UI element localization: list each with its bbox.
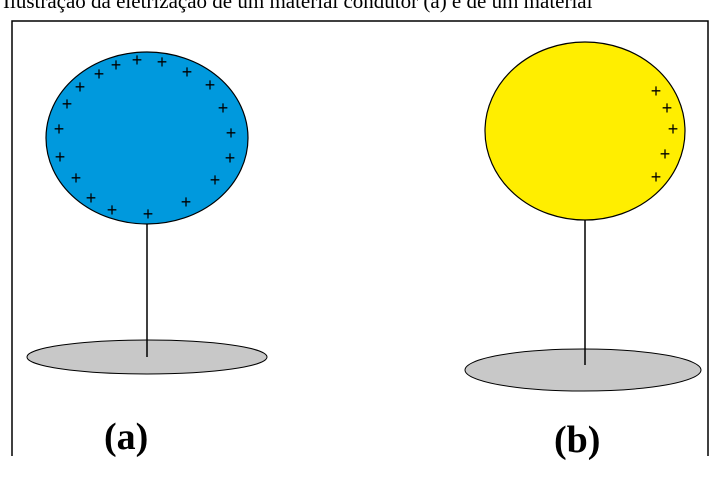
charges-a: +++++++++++++++++++	[54, 50, 237, 224]
sphere-a-charge-plus: +	[157, 52, 168, 72]
sphere-a-charge-plus: +	[226, 123, 237, 143]
sphere-b-charge-plus: +	[668, 119, 679, 139]
sphere-a-charge-plus: +	[143, 204, 154, 224]
sphere-b-charge-plus: +	[651, 81, 662, 101]
panel-a: +++++++++++++++++++ (a)	[26, 50, 268, 458]
sphere-a-charge-plus: +	[107, 200, 118, 220]
sphere-a-charge-plus: +	[54, 119, 65, 139]
sphere-a-charge-plus: +	[225, 148, 236, 168]
sphere-a-charge-plus: +	[94, 64, 105, 84]
sphere-a-charge-plus: +	[55, 147, 66, 167]
figure-frame	[11, 20, 709, 456]
sphere-a-charge-plus: +	[71, 168, 82, 188]
sphere-b-charge-plus: +	[662, 98, 673, 118]
figure-caption: Ilustração da eletrização de um material…	[3, 0, 593, 13]
sphere-a-charge-plus: +	[86, 188, 97, 208]
sphere-a-charge-plus: +	[181, 192, 192, 212]
charges-b: +++++	[651, 81, 679, 187]
sphere-b-charge-plus: +	[651, 167, 662, 187]
sphere-a-charge-plus: +	[132, 50, 143, 70]
sphere-b-charge-plus: +	[660, 144, 671, 164]
sphere-a-charge-plus: +	[75, 77, 86, 97]
base-b	[464, 348, 702, 392]
label-a: (a)	[104, 416, 148, 458]
sphere-a-charge-plus: +	[205, 75, 216, 95]
sphere-a-charge-plus: +	[182, 62, 193, 82]
sphere-a-charge-plus: +	[210, 170, 221, 190]
sphere-a-charge-plus: +	[62, 94, 73, 114]
label-b: (b)	[554, 419, 600, 461]
sphere-b	[484, 41, 686, 221]
sphere-a-charge-plus: +	[218, 98, 229, 118]
panel-b: +++++ (b)	[464, 41, 702, 461]
sphere-a	[45, 51, 249, 225]
sphere-a-charge-plus: +	[111, 55, 122, 75]
